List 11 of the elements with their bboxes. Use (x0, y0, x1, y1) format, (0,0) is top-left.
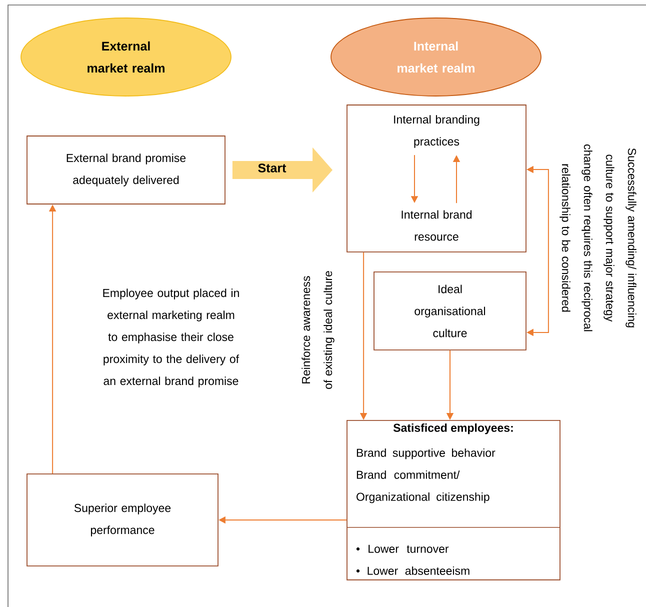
outcome-box: Satisficed employees: Brand supportive behavior Brand commitment/ Organizational citizenship • Lower turnover • Lower absenteeism (346, 420, 560, 580)
edge-label: Reinforce awareness of existing ideal culture (300, 261, 336, 398)
edge-label: Employee output placed in external marketing realm to emphasise their close proximity to the delivery of an external brand promise (80, 288, 262, 388)
box-text: Internal brand resource (402, 210, 472, 241)
box-text: Internal branding practices (394, 115, 480, 148)
process-box: Ideal organisational culture (374, 272, 526, 350)
process-box: Superior employee performance (26, 474, 218, 566)
process-box (346, 104, 526, 252)
edge-label: Start (256, 162, 288, 174)
edge-label: Successfully amending/ influencing culture to support major strategy change often requires this reciprocal relationship to be considered (558, 137, 638, 339)
process-box: External brand promise adequately delivered (26, 136, 226, 204)
